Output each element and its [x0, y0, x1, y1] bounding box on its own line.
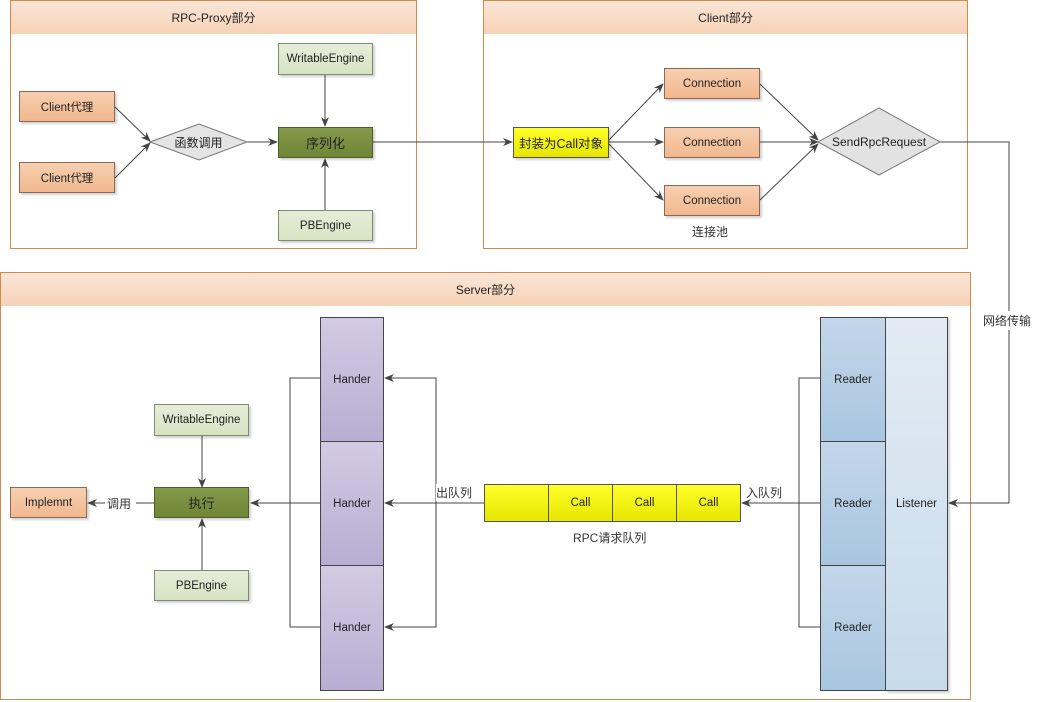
invoke-label: 调用 — [107, 497, 132, 511]
reader-1: Reader — [820, 317, 886, 442]
writable-engine-proxy: WritableEngine — [278, 43, 373, 75]
server-panel-title: Server部分 — [1, 273, 970, 306]
pb-engine-proxy: PBEngine — [278, 210, 373, 241]
connection-2: Connection — [664, 127, 760, 158]
send-rpc-request-label: SendRpcRequest — [831, 135, 927, 149]
client-panel-title: Client部分 — [484, 1, 967, 34]
function-call-diamond — [148, 123, 249, 161]
queue-cell-call: Call — [548, 484, 613, 522]
enqueue-label: 入队列 — [746, 486, 783, 500]
arrow-proxy1-to-call — [114, 106, 151, 142]
arrow-queue-to-handler1 — [384, 374, 437, 503]
function-call-label: 函数调用 — [174, 135, 223, 150]
arrow-wrap-to-conn3 — [608, 143, 664, 201]
handler-2: Hander — [320, 441, 384, 566]
arrow-proxy2-to-call — [114, 142, 151, 179]
listener-node: Listener — [885, 317, 948, 691]
queue-cell-call: Call — [612, 484, 677, 522]
connection-pool-label: 连接池 — [692, 225, 729, 239]
pb-engine-server: PBEngine — [154, 570, 249, 601]
reader-3: Reader — [820, 565, 886, 691]
queue-cell-empty — [484, 484, 549, 522]
connection-1: Connection — [664, 68, 760, 99]
rpc-proxy-panel-title: RPC-Proxy部分 — [11, 1, 416, 34]
arrow-conn3-to-send — [759, 143, 819, 201]
dequeue-label: 出队列 — [436, 484, 473, 501]
arrow-wrap-to-conn1 — [608, 83, 664, 141]
writable-engine-server: WritableEngine — [154, 404, 249, 436]
connection-3: Connection — [664, 185, 760, 216]
implement-node: Implemnt — [10, 487, 87, 518]
serialize-node: 序列化 — [278, 127, 373, 158]
handler-3: Hander — [320, 565, 384, 691]
reader-2: Reader — [820, 441, 886, 566]
rpc-proxy-panel: RPC-Proxy部分 — [10, 0, 417, 249]
client-proxy-2: Client代理 — [19, 162, 115, 193]
arrow-conn1-to-send — [759, 83, 819, 141]
rpc-queue-label: RPC请求队列 — [573, 531, 647, 545]
handler-1: Hander — [320, 317, 384, 442]
client-proxy-1: Client代理 — [19, 91, 115, 122]
arrow-queue-to-handler3 — [384, 503, 437, 631]
execute-node: 执行 — [154, 487, 249, 518]
send-request-diamond — [816, 107, 942, 176]
queue-cell-call: Call — [676, 484, 741, 522]
network-transfer-label: 网络传输 — [983, 311, 1032, 330]
wrap-call-node: 封装为Call对象 — [513, 127, 609, 158]
